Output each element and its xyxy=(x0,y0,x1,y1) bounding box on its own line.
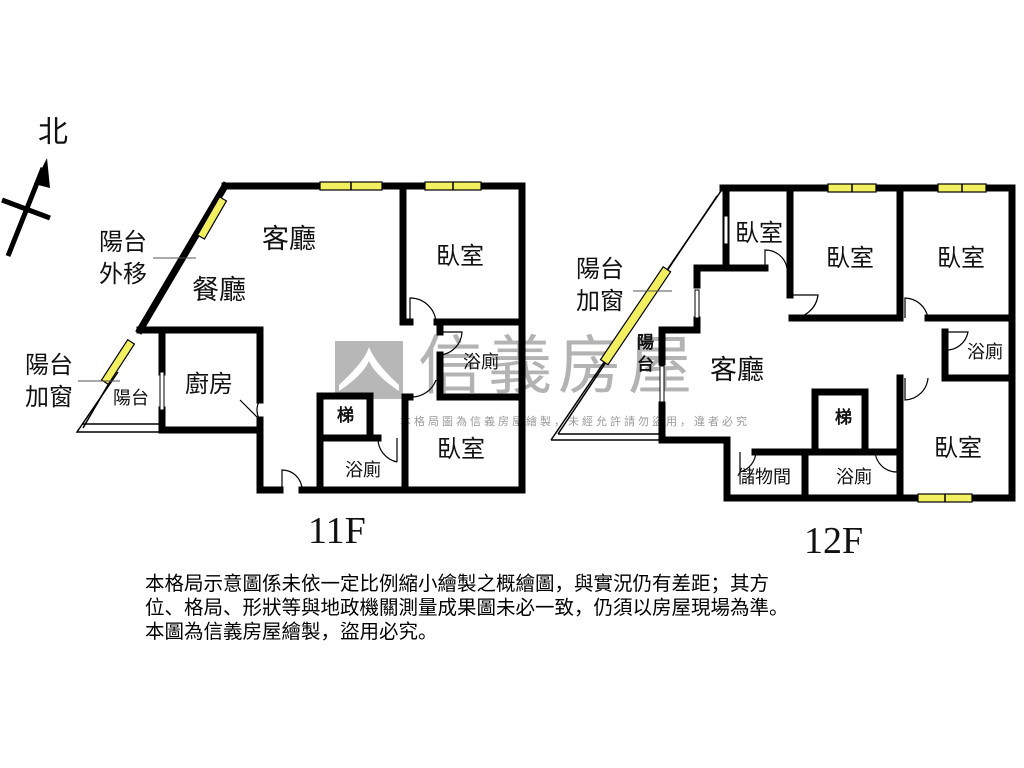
disclaimer-text: 本格局示意圖係未依一定比例縮小繪製之概繪圖，與實況仍有差距；其方 位、格局、形狀… xyxy=(145,572,789,643)
12f-stairs-label: 梯 xyxy=(835,408,852,428)
11f-living-room-label: 客廳 xyxy=(262,224,316,255)
12f-bedroom-3-label: 臥室 xyxy=(937,244,985,272)
11f-stairs-label: 梯 xyxy=(337,406,354,426)
12f-balcony-window-annotation: 陽台 加窗 xyxy=(576,255,624,315)
12f-bedroom-small-label: 臥室 xyxy=(735,219,783,247)
11f-kitchen-label: 廚房 xyxy=(185,370,233,398)
watermark-brand: 信義房屋 xyxy=(418,330,698,404)
floor-12f-doors xyxy=(739,249,969,473)
12f-balcony-label: 陽 台 xyxy=(637,333,654,375)
compass-north-label: 北 xyxy=(38,115,68,150)
floor-label-12f: 12F xyxy=(804,520,864,562)
11f-bathroom-1-label: 浴廁 xyxy=(463,352,499,373)
12f-living-room-label: 客廳 xyxy=(710,355,764,386)
floor-11f-doors xyxy=(239,297,463,491)
11f-bedroom-2-label: 臥室 xyxy=(437,435,485,463)
12f-storage-label: 儲物間 xyxy=(737,467,791,488)
12f-bedroom-4-label: 臥室 xyxy=(934,434,982,462)
11f-balcony-shift-annotation: 陽台 外移 xyxy=(99,228,147,288)
floor-label-11f: 11F xyxy=(308,510,366,552)
11f-bedroom-1-label: 臥室 xyxy=(436,242,484,270)
north-arrow-icon xyxy=(1,158,51,257)
11f-balcony-window-annotation: 陽台 加窗 xyxy=(25,351,73,411)
floor-11f-windows xyxy=(100,181,482,411)
12f-bedroom-2-label: 臥室 xyxy=(826,244,874,272)
11f-bathroom-2-label: 浴廁 xyxy=(345,460,381,481)
11f-dining-room-label: 餐廳 xyxy=(192,275,246,306)
12f-bathroom-1-label: 浴廁 xyxy=(967,342,1003,363)
11f-balcony-label: 陽台 xyxy=(113,388,149,409)
12f-bathroom-2-label: 浴廁 xyxy=(836,467,872,488)
brand-logo-watermark xyxy=(335,341,403,399)
